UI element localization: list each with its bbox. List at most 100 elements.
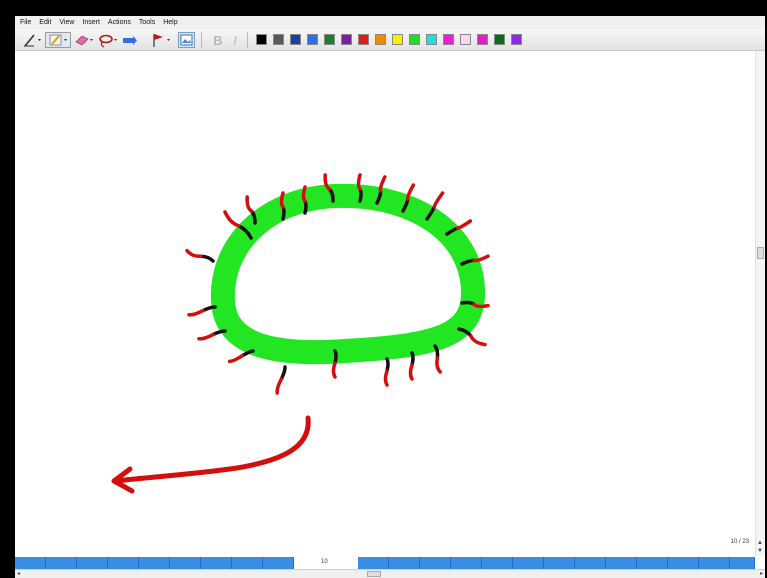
cilia-strokes bbox=[185, 173, 490, 395]
window-top-edge bbox=[15, 0, 765, 16]
horizontal-scrollbar[interactable]: ◂ ▸ bbox=[15, 569, 765, 578]
color-swatch[interactable] bbox=[358, 34, 369, 45]
color-swatch[interactable] bbox=[460, 34, 471, 45]
page-thumbnail[interactable] bbox=[201, 557, 232, 569]
color-swatch[interactable] bbox=[409, 34, 420, 45]
eraser-icon bbox=[75, 35, 93, 46]
page-thumbnail[interactable] bbox=[575, 557, 606, 569]
menu-bar: File Edit View Insert Actions Tools Help bbox=[15, 16, 765, 29]
color-swatch[interactable] bbox=[511, 34, 522, 45]
cilia-tip-stroke bbox=[301, 185, 307, 203]
page-indicator: 10 / 23 bbox=[730, 539, 749, 545]
flag-pointer-icon bbox=[153, 34, 170, 47]
menu-insert[interactable]: Insert bbox=[82, 19, 100, 26]
pen-tool-button[interactable] bbox=[21, 32, 43, 48]
page-thumbnail[interactable] bbox=[699, 557, 730, 569]
insert-space-icon bbox=[123, 36, 137, 45]
cilia-tip-stroke bbox=[383, 369, 389, 387]
cilia-base-stroke bbox=[281, 205, 286, 221]
cilia-tip-stroke bbox=[323, 173, 332, 191]
highlighter-icon bbox=[49, 34, 67, 46]
color-swatch[interactable] bbox=[341, 34, 352, 45]
color-swatch[interactable] bbox=[494, 34, 505, 45]
color-swatch[interactable] bbox=[392, 34, 403, 45]
green-ring bbox=[210, 183, 486, 365]
page-thumbnail[interactable] bbox=[730, 557, 755, 569]
page-thumbnail[interactable] bbox=[482, 557, 513, 569]
cilia-base-stroke bbox=[199, 254, 215, 263]
page-thumbnail[interactable] bbox=[420, 557, 451, 569]
current-page-number: 10 bbox=[321, 559, 328, 565]
color-swatch[interactable] bbox=[273, 34, 284, 45]
menu-file[interactable]: File bbox=[20, 19, 32, 26]
menu-help[interactable]: Help bbox=[163, 19, 178, 26]
page-thumbnail[interactable] bbox=[232, 557, 263, 569]
color-swatch[interactable] bbox=[443, 34, 454, 45]
pen-icon bbox=[24, 34, 41, 47]
page-thumbnail[interactable] bbox=[263, 557, 294, 569]
color-swatch[interactable] bbox=[375, 34, 386, 45]
page-thumbnail[interactable] bbox=[513, 557, 544, 569]
cilia-tip-stroke bbox=[469, 334, 487, 347]
ink-canvas[interactable] bbox=[15, 51, 755, 556]
cilia-tip-stroke bbox=[435, 356, 442, 374]
previous-page-icon[interactable]: ▲ bbox=[757, 540, 763, 546]
page-thumbnail[interactable] bbox=[389, 557, 420, 569]
pointer-tool-button[interactable] bbox=[149, 32, 173, 48]
italic-button[interactable]: I bbox=[233, 32, 237, 48]
next-page-icon[interactable]: ▼ bbox=[757, 548, 763, 554]
page-thumbnail[interactable] bbox=[77, 557, 108, 569]
insert-space-tool-button[interactable] bbox=[121, 32, 139, 48]
color-swatch[interactable] bbox=[324, 34, 335, 45]
horizontal-scroll-thumb[interactable] bbox=[367, 571, 381, 577]
color-swatch[interactable] bbox=[256, 34, 267, 45]
cilia-tip-stroke bbox=[227, 354, 244, 364]
cilia-tip-stroke bbox=[187, 308, 205, 317]
menu-actions[interactable]: Actions bbox=[107, 19, 131, 26]
color-swatch[interactable] bbox=[477, 34, 488, 45]
highlighter-tool-button[interactable] bbox=[45, 32, 71, 48]
menu-view[interactable]: View bbox=[59, 19, 75, 26]
image-icon bbox=[180, 34, 193, 46]
page-thumbnail[interactable] bbox=[358, 557, 389, 569]
page-thumbnail[interactable] bbox=[108, 557, 139, 569]
bold-button[interactable]: B bbox=[213, 32, 223, 48]
page-thumbnail[interactable] bbox=[606, 557, 637, 569]
color-swatch[interactable] bbox=[426, 34, 437, 45]
vertical-scrollbar[interactable] bbox=[755, 51, 765, 556]
scroll-left-icon[interactable]: ◂ bbox=[17, 571, 21, 577]
page-thumbnail[interactable] bbox=[170, 557, 201, 569]
color-swatch[interactable] bbox=[307, 34, 318, 45]
scroll-right-icon[interactable]: ▸ bbox=[759, 571, 763, 577]
cilia-tip-stroke bbox=[223, 210, 241, 228]
cilia-tip-stroke bbox=[331, 361, 337, 379]
cilia-tip-stroke bbox=[408, 363, 414, 381]
lasso-icon bbox=[99, 34, 117, 48]
cilia-tip-stroke bbox=[378, 175, 387, 193]
cilia-tip-stroke bbox=[245, 195, 254, 213]
page-thumbnail[interactable] bbox=[139, 557, 170, 569]
cilia-base-stroke bbox=[303, 199, 308, 215]
page-thumbnail[interactable] bbox=[668, 557, 699, 569]
eraser-tool-button[interactable] bbox=[73, 32, 95, 48]
image-tool-button[interactable] bbox=[178, 32, 195, 48]
arrow-head bbox=[111, 466, 135, 494]
red-arrow bbox=[113, 415, 311, 484]
page-thumbnail[interactable] bbox=[544, 557, 575, 569]
menu-edit[interactable]: Edit bbox=[39, 19, 52, 26]
app-window: File Edit View Insert Actions Tools Help bbox=[15, 0, 765, 578]
page-thumbnail[interactable] bbox=[637, 557, 668, 569]
menu-tools[interactable]: Tools bbox=[138, 19, 156, 26]
toolbar: B I bbox=[15, 29, 765, 51]
toolbar-separator bbox=[247, 32, 248, 48]
toolbar-separator bbox=[201, 32, 202, 48]
page-thumbnail[interactable] bbox=[46, 557, 77, 569]
cilia-tip-stroke bbox=[432, 191, 445, 209]
cilia-tip-stroke bbox=[275, 377, 284, 395]
vertical-scroll-thumb[interactable] bbox=[757, 247, 764, 259]
page-thumbnail[interactable] bbox=[451, 557, 482, 569]
color-swatch[interactable] bbox=[290, 34, 301, 45]
lasso-tool-button[interactable] bbox=[97, 32, 119, 48]
page-thumbnail[interactable] bbox=[15, 557, 46, 569]
cilia-tip-stroke bbox=[197, 332, 215, 341]
